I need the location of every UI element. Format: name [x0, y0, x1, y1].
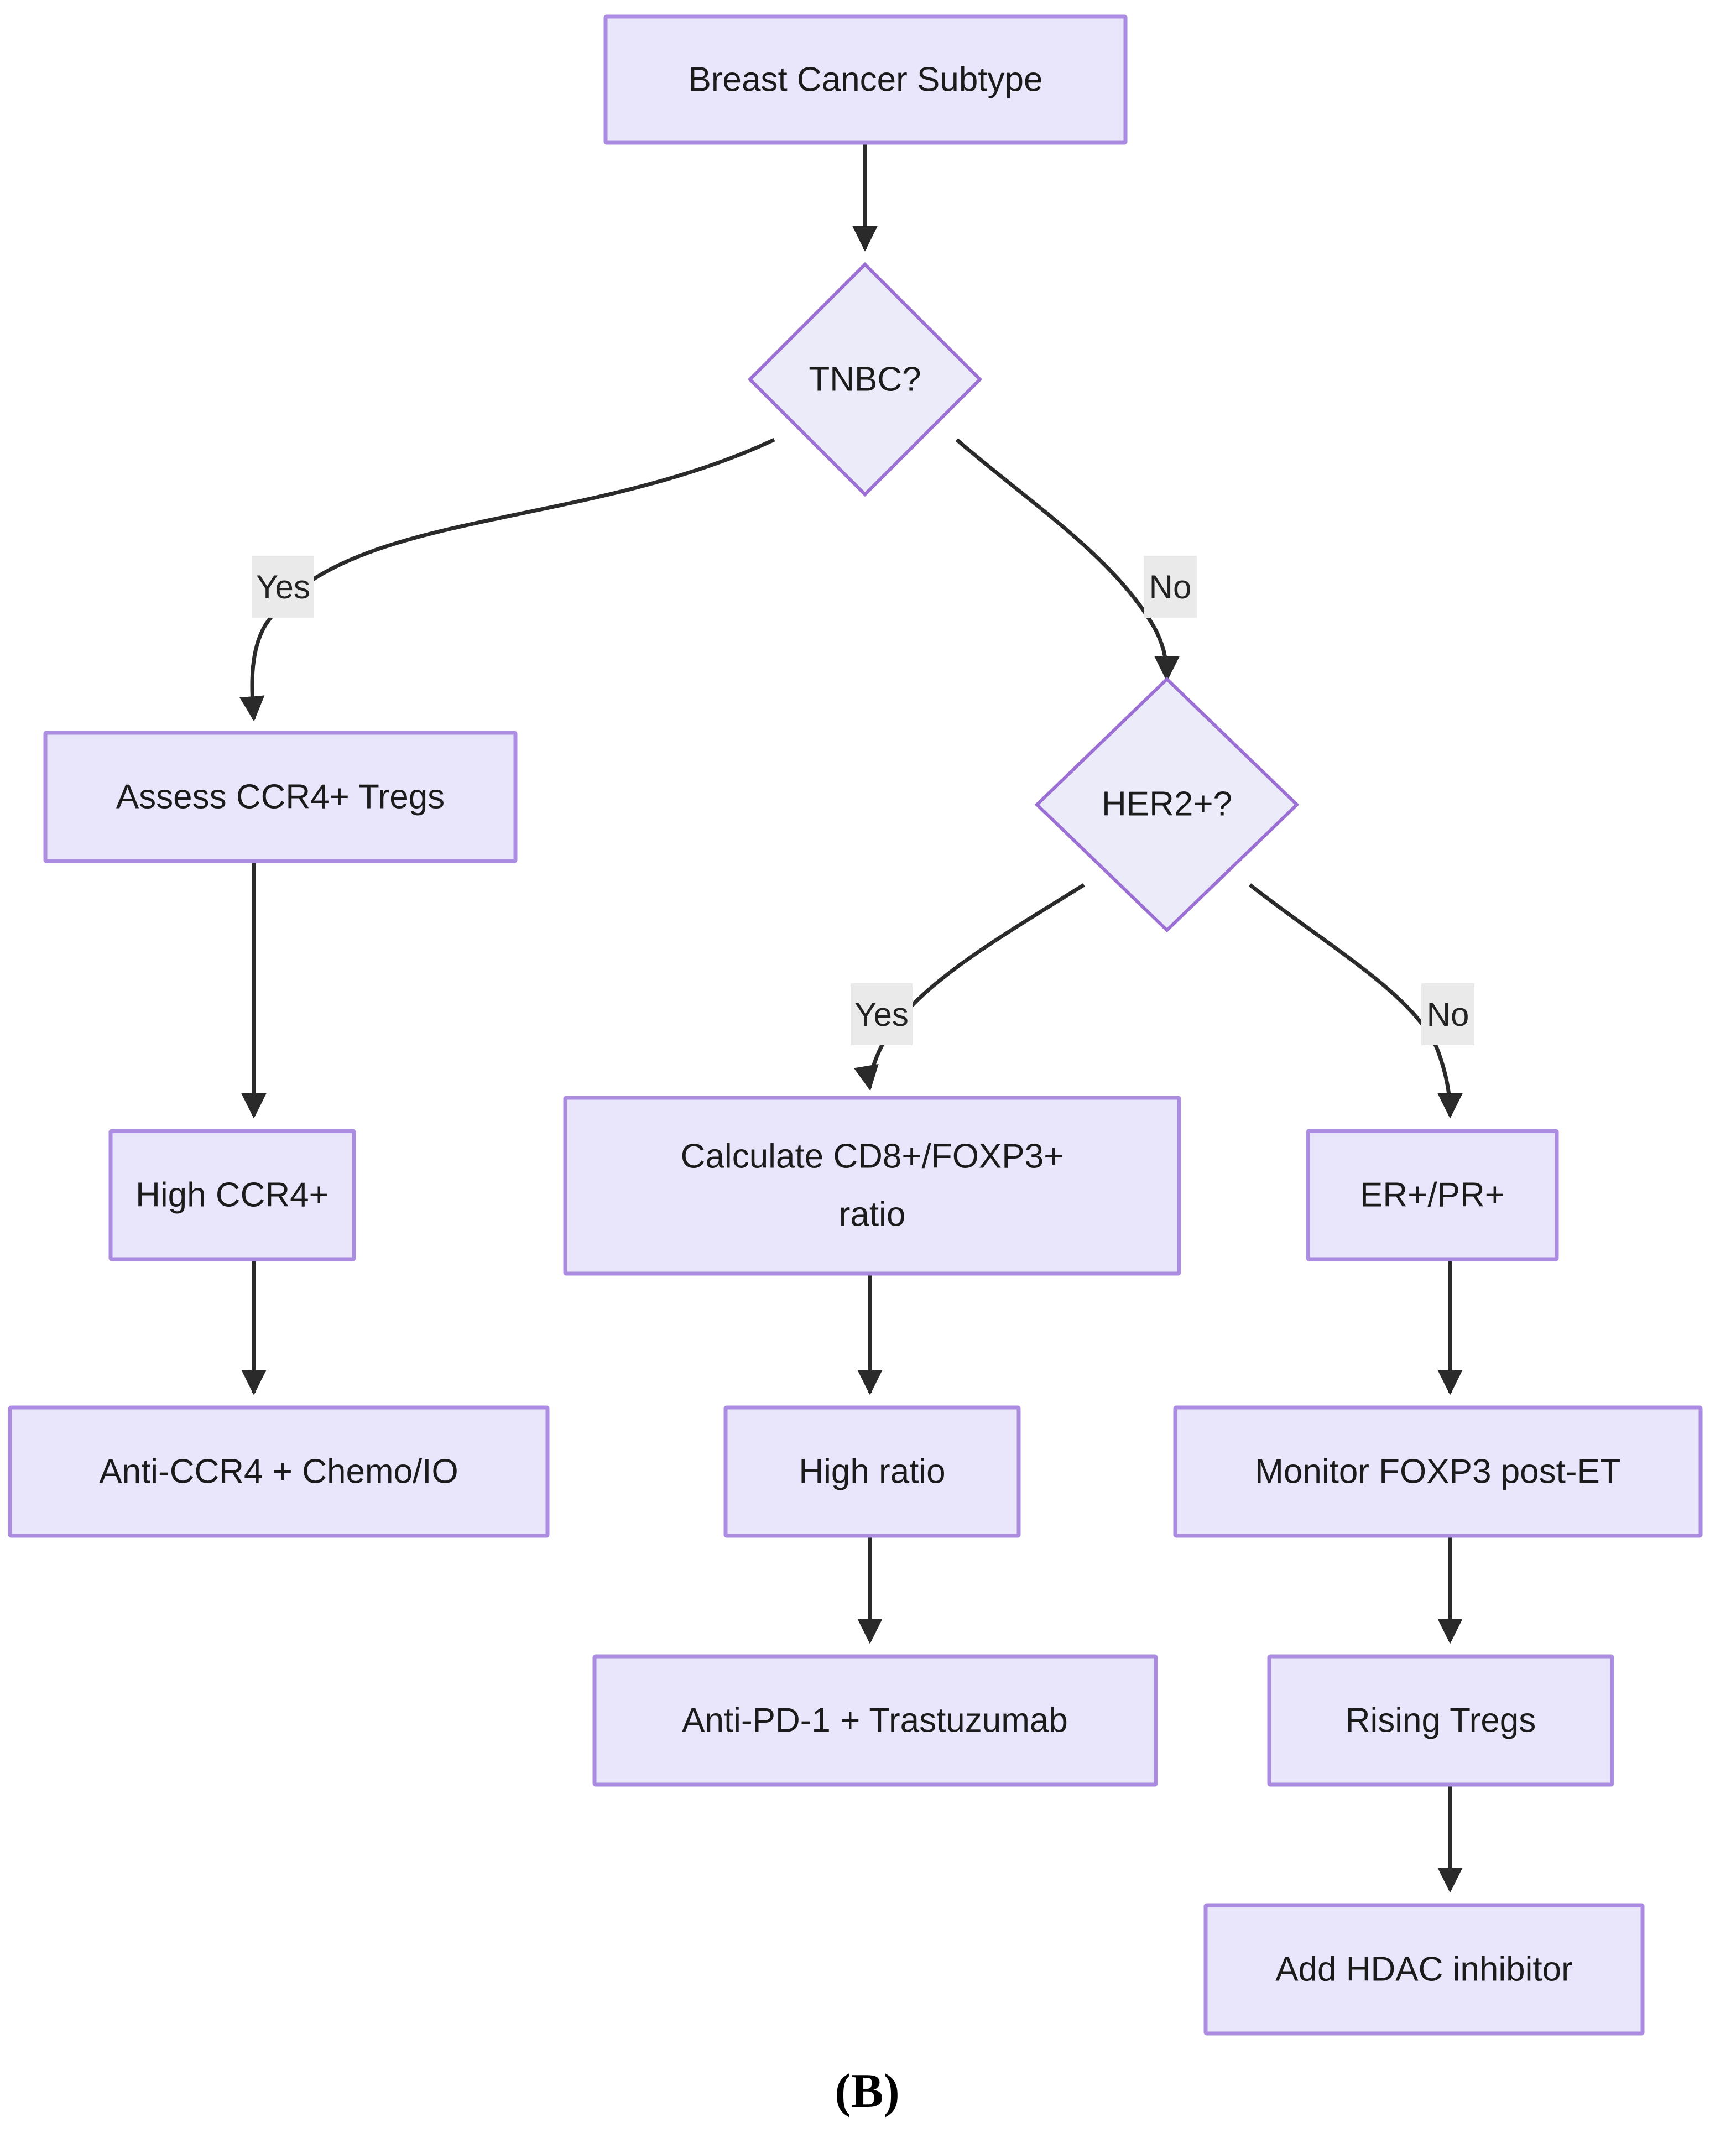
- node-monitor-foxp3[interactable]: Monitor FOXP3 post-ET: [1173, 1405, 1703, 1538]
- node-high-ccr4[interactable]: High CCR4+: [108, 1129, 356, 1261]
- edge-label-tnbc-yes: Yes: [252, 556, 314, 618]
- edge-label-tnbc-no-bg: [1144, 556, 1197, 618]
- node-monitor-foxp3-label: Monitor FOXP3 post-ET: [1255, 1452, 1621, 1490]
- node-high-ratio-label: High ratio: [799, 1452, 945, 1490]
- node-add-hdac-shape[interactable]: [1203, 1903, 1645, 2036]
- node-rising-tregs[interactable]: Rising Tregs: [1267, 1654, 1614, 1787]
- panel-caption: (B): [835, 2064, 899, 2118]
- node-high-ratio-shape[interactable]: [723, 1405, 1021, 1538]
- edge-label-her2-yes-bg: [851, 983, 913, 1045]
- edge-label-her2-no-bg: [1421, 983, 1474, 1045]
- node-calculate-ratio-shape[interactable]: [563, 1096, 1181, 1276]
- node-assess-ccr4-label: Assess CCR4+ Tregs: [116, 778, 445, 816]
- edge-label-tnbc-no: No: [1144, 556, 1197, 618]
- node-assess-ccr4[interactable]: Assess CCR4+ Tregs: [43, 731, 518, 863]
- node-anti-ccr4[interactable]: Anti-CCR4 + Chemo/IO: [8, 1405, 550, 1538]
- node-layer: Breast Cancer Subtype TNBC? Assess CCR4+…: [8, 14, 1703, 2036]
- node-tnbc-shape[interactable]: [747, 262, 983, 497]
- node-rising-tregs-shape[interactable]: [1267, 1654, 1614, 1787]
- node-anti-pd1-shape[interactable]: [592, 1654, 1158, 1787]
- node-start-shape[interactable]: [603, 14, 1128, 145]
- edge-her2-no-to-er-pr: [1248, 883, 1463, 1119]
- edge-label-her2-no-text: No: [1427, 996, 1469, 1033]
- edge-label-layer: Yes No Yes No: [252, 556, 1474, 1045]
- node-anti-ccr4-label: Anti-CCR4 + Chemo/IO: [99, 1452, 458, 1490]
- edge-tnbc-yes-to-assess: [239, 437, 775, 722]
- edge-label-tnbc-yes-bg: [252, 556, 314, 618]
- node-calculate-ratio-label-line1: Calculate CD8+/FOXP3+: [681, 1137, 1064, 1175]
- edge-label-her2-yes: Yes: [851, 983, 913, 1045]
- node-calculate-ratio-label-line2: ratio: [839, 1195, 906, 1233]
- node-add-hdac[interactable]: Add HDAC inhibitor: [1203, 1903, 1645, 2036]
- node-tnbc-label: TNBC?: [809, 360, 921, 398]
- node-tnbc[interactable]: TNBC?: [747, 262, 983, 497]
- node-high-ccr4-label: High CCR4+: [135, 1176, 329, 1214]
- node-er-pr-shape[interactable]: [1306, 1129, 1559, 1261]
- node-assess-ccr4-shape[interactable]: [43, 731, 518, 863]
- node-anti-pd1[interactable]: Anti-PD-1 + Trastuzumab: [592, 1654, 1158, 1787]
- node-er-pr[interactable]: ER+/PR+: [1306, 1129, 1559, 1261]
- edge-label-her2-no: No: [1421, 983, 1474, 1045]
- node-anti-ccr4-shape[interactable]: [8, 1405, 550, 1538]
- node-rising-tregs-label: Rising Tregs: [1346, 1701, 1536, 1739]
- node-calculate-ratio[interactable]: Calculate CD8+/FOXP3+ ratio: [563, 1096, 1181, 1276]
- node-her2-label: HER2+?: [1102, 785, 1232, 823]
- node-start[interactable]: Breast Cancer Subtype: [603, 14, 1128, 145]
- node-her2-shape[interactable]: [1034, 676, 1300, 933]
- edge-label-tnbc-no-text: No: [1149, 569, 1192, 606]
- edge-label-tnbc-yes-text: Yes: [256, 569, 310, 606]
- node-anti-pd1-label: Anti-PD-1 + Trastuzumab: [682, 1701, 1068, 1739]
- node-high-ratio[interactable]: High ratio: [723, 1405, 1021, 1538]
- node-er-pr-label: ER+/PR+: [1360, 1176, 1505, 1214]
- node-start-label: Breast Cancer Subtype: [688, 60, 1042, 98]
- node-monitor-foxp3-shape[interactable]: [1173, 1405, 1703, 1538]
- node-her2[interactable]: HER2+?: [1034, 676, 1300, 933]
- node-add-hdac-label: Add HDAC inhibitor: [1275, 1950, 1573, 1988]
- edge-tnbc-no-to-her2: [955, 438, 1180, 682]
- edge-label-her2-yes-text: Yes: [854, 996, 909, 1033]
- node-high-ccr4-shape[interactable]: [108, 1129, 356, 1261]
